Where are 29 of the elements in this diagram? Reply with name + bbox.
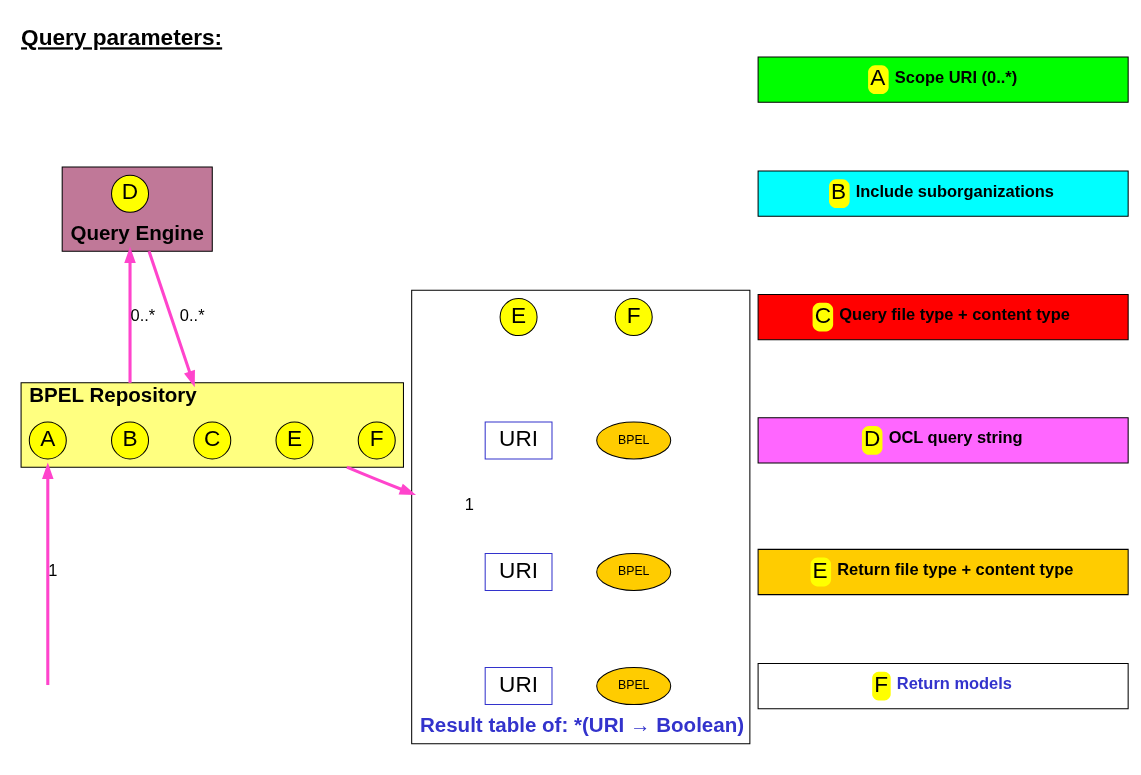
arrow	[346, 465, 417, 495]
node-circle: C	[193, 420, 232, 459]
diagram-title: Query parameters:	[21, 24, 223, 50]
arrow	[147, 250, 195, 387]
label: URI	[499, 425, 539, 451]
node-box: D OCL query string	[757, 416, 1129, 464]
node-box: E Return file type + content type	[757, 548, 1129, 595]
node-circle: D	[111, 174, 150, 213]
node-circle: E	[275, 420, 314, 459]
label: URI	[499, 557, 539, 583]
node-circle: A	[28, 420, 67, 459]
node-circle: E	[499, 297, 538, 336]
node-circle: B	[111, 420, 150, 459]
edge-label: 1	[48, 560, 58, 579]
node-ellipse: BPEL	[596, 552, 672, 591]
edge-label: 0..*	[179, 305, 205, 324]
edge-label: 1	[464, 494, 474, 513]
edge-label: 0..*	[130, 305, 156, 324]
arrow	[42, 462, 54, 685]
node-box: C Query file type + content type	[757, 293, 1129, 340]
node-box: B Include suborganizations	[757, 170, 1129, 217]
arrow	[124, 246, 136, 383]
node-box: F Return models	[757, 662, 1129, 709]
node-ellipse: BPEL	[596, 666, 672, 705]
node-ellipse: BPEL	[596, 420, 672, 459]
label: URI	[499, 671, 539, 697]
node-circle: F	[357, 420, 396, 459]
node-box: A Scope URI (0..*)	[757, 56, 1129, 103]
node-circle: F	[614, 297, 653, 336]
